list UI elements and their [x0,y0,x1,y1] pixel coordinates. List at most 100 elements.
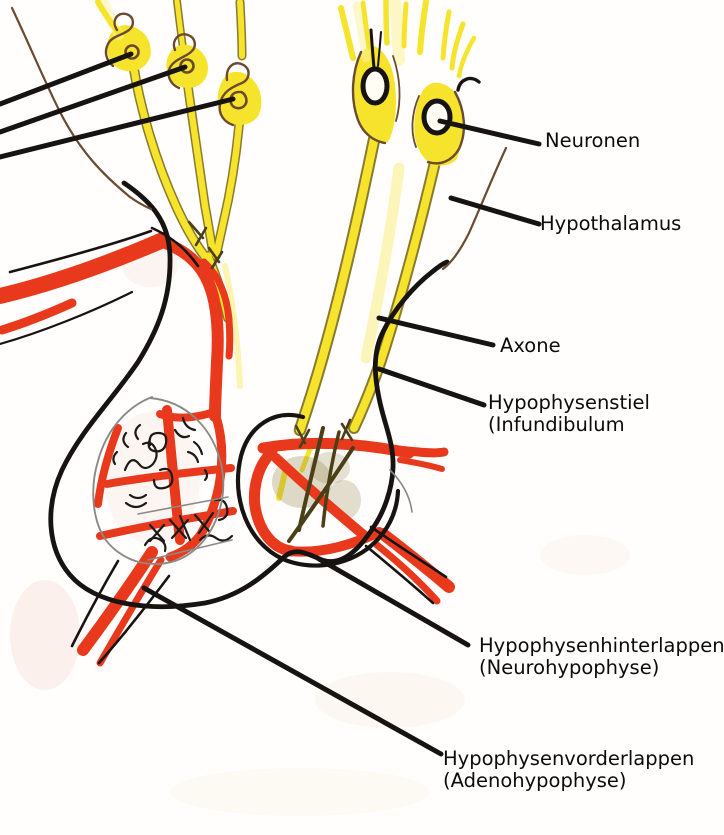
capillary-squiggle [198,534,234,542]
vein-edge [364,544,435,605]
dendrite-ray [174,0,186,51]
pencil-hatch [137,496,229,515]
neuron-nucleus-ring [360,66,390,106]
artery-branch [200,258,234,360]
neuron-stem [369,28,376,70]
capillary-squiggle [203,468,209,482]
label-group: Neuronen Hypothalamus Axone Hypophysenst… [443,129,724,792]
leader-line-hypophysenstiel [376,366,487,408]
plexus-loop [249,446,297,557]
capillary-squiggle [152,467,174,490]
capillary-squiggle [147,431,168,453]
neuron-stem [377,31,382,67]
plexus-branch [393,445,449,458]
smudge [170,768,430,816]
dendrite-ray [360,0,372,50]
axon-fiber [212,110,244,260]
label-hypothalamus: Hypothalamus [540,212,681,235]
axon-tick [340,422,354,442]
axon-tick [298,428,311,449]
leader-line-left-3 [0,96,236,160]
neuron-nucleus [229,90,248,110]
leader-line-vorderlappen [141,585,444,757]
neuron-outline [426,90,466,165]
capillary-squiggle [213,498,229,522]
neuron-nucleus [124,44,140,60]
axon-tick [194,226,208,247]
artery-main [0,232,171,304]
neuron-outline [167,33,196,90]
pale-axon [222,263,243,389]
label-hinterlappen-1: Hypophysenhinterlappen [479,634,724,657]
dendrite-ray [417,0,429,55]
axon-fiber [129,60,210,262]
capillary-squiggle [168,514,192,542]
dendrite-ray [456,35,477,79]
dendrite-ray [338,5,356,61]
vein-lower-tip [373,541,441,605]
neuron-body [217,71,262,125]
label-neuronen: Neuronen [545,129,640,152]
pencil-hatch [389,469,413,513]
pencil-line-group [92,396,413,565]
sella-outline [48,180,450,609]
capillary-squiggle [112,450,119,466]
smudge [540,535,630,575]
dendrite-ray [449,21,466,71]
pale-ray [389,0,405,66]
axon-yellow-group [95,0,477,501]
capillary-squiggle [193,511,215,535]
leader-line-neuronen [437,118,542,147]
pale-axon-group [99,0,405,389]
dendrite-ray [383,0,390,46]
axon-tick [210,250,224,270]
neuron-nucleus-ring [421,98,453,136]
hypothalamus-contour [10,6,153,211]
leader-line-axone [376,315,496,348]
gland-vessel [103,464,235,488]
label-hinterlappen-2: (Neurohypophyse) [479,656,659,679]
label-vorderlappen-2: (Adenohypophyse) [443,769,627,792]
artery-fork [0,298,77,335]
neuron-outline [104,12,134,68]
axon-terminal-strand [287,446,355,543]
axon-terminal [276,465,289,501]
anterior-lobe-outline [92,396,225,565]
dark-axon-detail-group [187,220,355,543]
label-hypophysenstiel-1: Hypophysenstiel [488,391,650,414]
gland-vessel [94,424,122,508]
axon-terminal-strand [321,430,341,528]
artery-edge [8,229,153,274]
stalk-axon-fiber [295,135,379,435]
stalk-axon-fiber [350,154,440,432]
capillary-squiggle [124,493,148,509]
dendrite-ray [440,9,452,61]
vein-edge [70,559,120,648]
artery-edge [150,226,200,268]
smudge [10,580,80,690]
label-hypophysenstiel-2: (Infundibulum [488,413,625,436]
sketch-line-group [10,6,508,271]
capillary-squiggle-group [112,416,234,553]
hypothalamus-contour [441,146,508,271]
dendrite-ray [401,1,409,49]
vein-exit-tip [96,556,165,667]
leader-line-group [0,51,542,757]
vein-edge [369,525,448,579]
axon-terminal-strand [297,426,325,532]
sketch-crescent [456,76,481,92]
leader-line-hinterlappen [316,556,471,648]
capillary-squiggle [122,423,142,449]
capillary-squiggle [123,441,158,472]
pencil-hatch [147,539,233,561]
plexus-branch [397,457,445,472]
neuron-body-group [107,25,464,166]
posterior-lobe-outline [236,413,401,568]
pale-ray [352,1,371,63]
vein-edge [97,574,171,665]
paper-smudges [10,243,630,816]
artery-edge [0,290,134,346]
leader-line-hypothalamus [448,195,542,227]
